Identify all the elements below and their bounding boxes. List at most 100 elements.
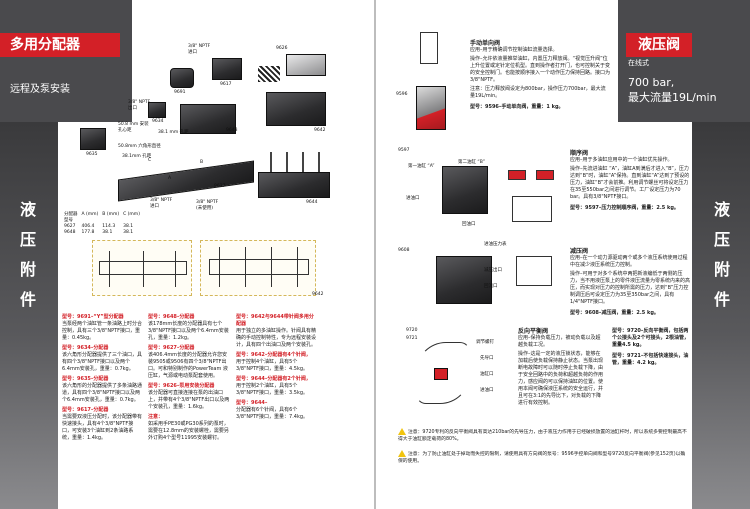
label-reduced-outlet: 减压出口 xyxy=(484,268,502,273)
vert-char: 压 xyxy=(713,230,730,249)
symbol-9596-schematic xyxy=(420,32,438,64)
section-note: 注意：压力释放阀设定为800bar，操作压力700bar，最大流量19L/min… xyxy=(470,86,606,99)
callout-9648: 9648 xyxy=(226,128,238,133)
vert-char: 件 xyxy=(19,290,36,309)
item-model: 型号：9627–分配器 xyxy=(148,345,195,351)
section-application: 应用–在一个动力源驱动两个或多个液压系统使用过程中在减少液压系统压力控制。 xyxy=(570,255,688,268)
symbol-9608-schematic xyxy=(516,256,552,286)
item-model: 型号：9648–分配器 xyxy=(148,314,195,320)
product-9617-image xyxy=(212,58,242,80)
right-page-title: 液压阀 xyxy=(626,33,692,57)
left-page: 多用分配器 远程及泵安装 液 压 附 件 9691 9617 3/8" NPTF… xyxy=(0,0,374,509)
callout-nptf-outlet: 3/8" NPTF 出口 xyxy=(128,100,151,111)
item-desc: 分配器有6个针阀，具有6个3/8"NPTF接口，重量：7.4kg。 xyxy=(236,407,309,420)
product-9608-image xyxy=(436,256,492,304)
note-2: 注意：为了防止油缸处于掉动而失控的限制，请使用具有方向阀的泵号：9596手控单向… xyxy=(398,450,688,465)
section-application: 应用–用于精确调节控制油缸流量选择。 xyxy=(470,47,558,53)
callout-hole-spacing: 38.1mm 孔距 xyxy=(122,154,152,159)
callout-9642-drawing: 9642 xyxy=(312,292,324,297)
table-header: B (mm) xyxy=(102,212,120,217)
item-desc: 该六角形的分配器提供了多条油路通道，具有四个3/8"NPTF接口以及两个6.4m… xyxy=(62,383,143,403)
item-desc: 当泵经两个油缸管一条油路上时分合控制，具有三个3/8"NPTF接口，重量：0.4… xyxy=(62,321,143,341)
vert-char: 件 xyxy=(713,290,730,309)
symbol-9597-a xyxy=(508,170,526,180)
section-9596-text: 手动单向阀 应用–用于精确调节控制油缸流量选择。 操作–允许依液量推举油缸，内置… xyxy=(470,40,610,111)
callout-9608: 9608 xyxy=(398,248,410,253)
right-page: 液压阀 在线式 700 bar, 最大流量19L/min 液 压 附 件 959… xyxy=(376,0,750,509)
note-text: 注意：9720专利的反向平衡阀具有高达210bar的先导压力，由于液压力作用于已… xyxy=(398,430,687,442)
table-cell: 38.1 xyxy=(123,230,134,235)
warning-icon xyxy=(398,450,406,457)
page-gutter xyxy=(374,0,376,509)
needle-valve-handles xyxy=(262,152,326,172)
section-application: 应用–保持负载压力，被动负载以及超越负载工况。 xyxy=(518,335,601,348)
section-operation: 操作–先流进油缸 “A”，油缸A到满后才进入“B”，压力达到“B”时，油缸“A”… xyxy=(570,166,690,200)
vert-char: 附 xyxy=(713,260,730,279)
section-model: 型号：9597–压力控制顺序阀，重量：2.5 kg。 xyxy=(570,205,679,211)
warning-icon xyxy=(398,428,406,435)
table-cell: 38.1 xyxy=(123,224,134,229)
left-page-title: 多用分配器 xyxy=(0,33,120,57)
callout-nptf-inlet: 3/8" NPTF 进口 xyxy=(188,44,211,55)
right-header-block xyxy=(618,0,750,122)
technical-drawing-right xyxy=(200,240,316,296)
technical-drawing-left xyxy=(92,240,192,296)
callout-dim-c: C xyxy=(148,158,152,163)
callout-9597: 9597 xyxy=(398,148,410,153)
item-model: 型号：9644– xyxy=(236,400,268,406)
left-header-block xyxy=(0,0,132,122)
section-application: 应用–用于多油缸应用中的一个油缸优先操作。 xyxy=(570,157,673,163)
product-9596-image xyxy=(416,86,446,130)
right-title-sub: 在线式 xyxy=(628,59,649,67)
product-9634-image xyxy=(148,102,166,118)
vert-char: 液 xyxy=(713,200,730,219)
table-cell: 406.4 xyxy=(81,224,95,229)
callout-9721: 9721 xyxy=(406,336,418,341)
section-heading: 顺序阀 xyxy=(570,150,589,157)
note-text: 注意：为了防止油缸处于掉动而失控的限制，请使用具有方向阀的泵号：9596手控单向… xyxy=(398,452,686,464)
item-model: 型号：9642与9644带针阀多用分配器 xyxy=(236,314,314,327)
callout-hole-spacing-2: 38.1 mm 孔距 xyxy=(158,130,189,135)
dimension-table: 分配器 A (mm) B (mm) C (mm) 型号 9627 406.4 1… xyxy=(62,212,142,236)
symbol-9597-schematic xyxy=(512,196,552,222)
section-model: 型号：9596–手动单向阀，重量：1 kg。 xyxy=(470,104,564,110)
callout-9720: 9720 xyxy=(406,328,418,333)
callout-nptf-inlet-2: 3/8" NPTF 进口 xyxy=(150,198,173,209)
label-adjust-screw: 调节螺钉 xyxy=(476,340,494,345)
item-desc: 用于独立的多油缸操作。针阀具有精确的手动控制特性，专为远程安装设计，具有四个出油… xyxy=(236,328,317,348)
section-9720-models: 型号：9720–反向平衡阀，包括两个公接头及2个可接头，2根油管，重量4.5 k… xyxy=(612,328,692,367)
left-page-subtitle: 远程及泵安装 xyxy=(10,84,70,95)
product-9644-image xyxy=(258,172,330,198)
item-desc: 如采用手PE30或PG30系列的泵时，需要在12.8mm的安装螺栓，需要另外订购… xyxy=(148,421,229,441)
left-vertical-title: 液 压 附 件 xyxy=(16,195,40,315)
section-heading: 手动单向阀 xyxy=(470,40,501,47)
table-cell: 型号 xyxy=(64,218,73,223)
right-side-band xyxy=(692,122,750,509)
item-desc: 该六角形分配器提供了三个油口，具有四个3/8"NPTF接口以及两个6.4mm安装… xyxy=(62,352,143,372)
item-desc: 该分配器可直接连接在泵的出油口上，并带有4个3/8"NPTF出口以及两个安装孔，… xyxy=(148,390,230,410)
table-cell: 114.3 xyxy=(102,224,116,229)
label-inlet-port: 进油口 xyxy=(480,388,494,393)
label-pilot-port: 先导口 xyxy=(480,356,494,361)
item-model: 型号：9617–分配器 xyxy=(62,407,109,413)
section-heading: 反向平衡阀 xyxy=(518,328,549,335)
label-gauge: 进油压力表 xyxy=(484,242,507,247)
table-cell: 38.1 xyxy=(102,230,113,235)
label-inlet: 进油口 xyxy=(406,196,420,201)
mounting-screws-image xyxy=(258,66,280,82)
label-return-port: 回流口 xyxy=(484,284,498,289)
product-9642-image xyxy=(266,92,326,126)
item-desc: 当需要双液压分配时，该分配器带有快速接头，具有4个3/8"NPTF接口，可安装3… xyxy=(62,414,143,441)
note-1: 注意：9720专利的反向平衡阀具有高达210bar的先导压力，由于液压力作用于已… xyxy=(398,428,688,443)
vert-char: 附 xyxy=(19,260,36,279)
table-row: 9648 177.8 38.1 38.1 xyxy=(62,230,142,236)
section-model: 型号：9721–不包括快速接头，油管，重量：4.2 kg。 xyxy=(612,353,689,366)
left-side-band xyxy=(0,122,58,509)
callout-9635: 9635 xyxy=(86,152,98,157)
product-9720-hoses xyxy=(416,342,470,404)
table-cell: 9627 xyxy=(64,224,76,229)
callout-9691: 9691 xyxy=(174,90,186,95)
section-operation: 操作–允许依液量推举油缸，内置压力释放阀。“视觉压升阀”位上升位置或定针定位机型… xyxy=(470,56,611,83)
product-9691-image xyxy=(170,68,194,88)
item-desc: 用于控制4个油缸，具有5个3/8"NPTF接口，重量：4.5kg。 xyxy=(236,359,309,372)
